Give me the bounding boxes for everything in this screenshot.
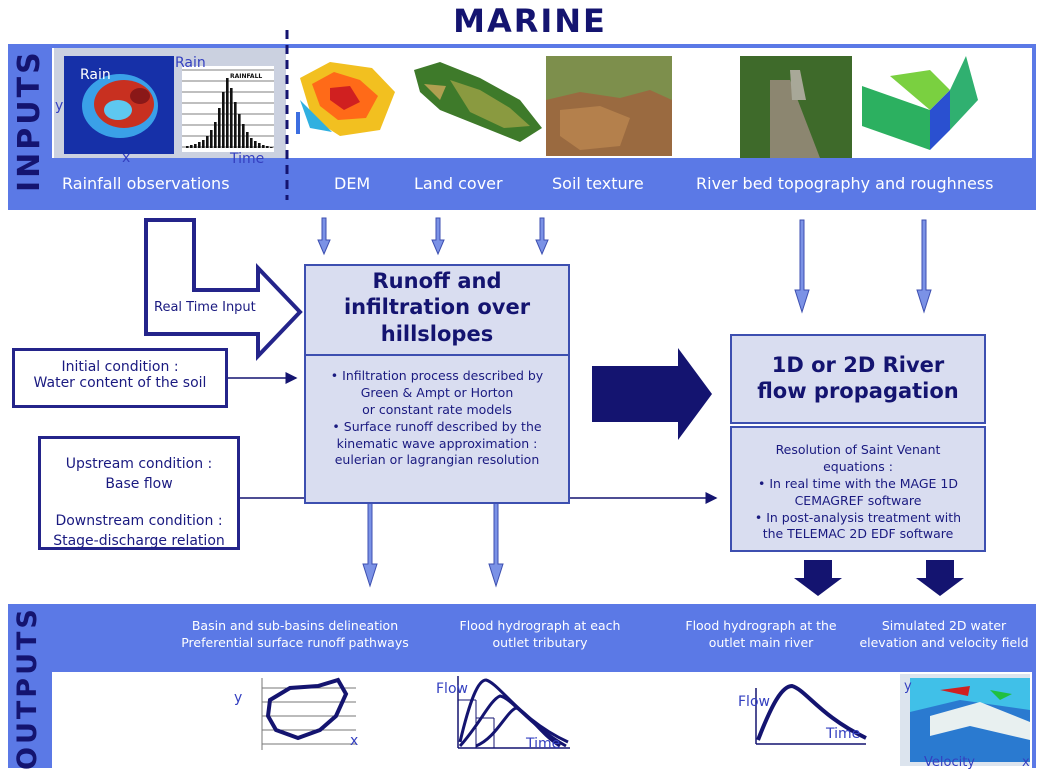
input-label-soil-texture: Soil texture bbox=[552, 174, 644, 193]
dem-image bbox=[296, 62, 395, 136]
runoff-body-line: • Surface runoff described by the bbox=[332, 418, 542, 434]
input-label-land-cover: Land cover bbox=[414, 174, 503, 193]
runoff-body-line: or constant rate models bbox=[362, 401, 512, 417]
initial-condition-line2: Water content of the soil bbox=[33, 375, 207, 391]
main-river-hydrograph-image bbox=[755, 683, 867, 745]
basin-map-image bbox=[261, 677, 356, 750]
input-label-dem: DEM bbox=[334, 174, 371, 193]
input-label-river-bed: River bed topography and roughness bbox=[696, 174, 994, 193]
upstream-condition-value: Base flow bbox=[105, 475, 173, 492]
output-text-2d-field: Simulated 2D water elevation and velocit… bbox=[852, 618, 1036, 652]
hydro1-flow-label: Flow bbox=[436, 681, 468, 697]
real-time-input-label: Real Time Input bbox=[154, 300, 256, 315]
river-body-line: • In real time with the MAGE 1D bbox=[757, 475, 959, 491]
initial-condition-line1: Initial condition : bbox=[61, 359, 179, 375]
runoff-title-line2: infiltration over bbox=[343, 295, 531, 320]
hydro1-time-label: Time bbox=[525, 736, 560, 752]
outputs-image-strip bbox=[52, 672, 1032, 768]
river-body-line: Resolution of Saint Venant bbox=[775, 442, 941, 457]
output-text-line: Preferential surface runoff pathways bbox=[181, 634, 409, 650]
initial-condition-box: Initial condition : Water content of the… bbox=[12, 348, 228, 408]
rain-map-label: Rain bbox=[80, 67, 111, 83]
output-text-main-river: Flood hydrograph at the outlet main rive… bbox=[666, 618, 856, 652]
downstream-condition-value: Stage-discharge relation bbox=[53, 532, 225, 549]
basin-x-label: x bbox=[350, 733, 358, 749]
river-body-line: • In post-analysis treatment with bbox=[754, 509, 962, 525]
velocity-field-image bbox=[900, 674, 1030, 766]
river-title-line1: 1D or 2D River bbox=[771, 353, 945, 377]
runoff-body-line: • Infiltration process described by bbox=[330, 368, 544, 383]
hyeto-legend: RAINFALL bbox=[230, 73, 262, 80]
real-time-input-arrow bbox=[144, 218, 303, 361]
river-photo-image bbox=[740, 56, 852, 158]
runoff-title-line1: Runoff and bbox=[372, 269, 502, 293]
runoff-box-title: Runoff and infiltration over hillslopes bbox=[304, 264, 570, 358]
diagram-title: MARINE bbox=[453, 2, 607, 40]
output-text-tributary: Flood hydrograph at each outlet tributar… bbox=[430, 618, 650, 652]
rain-map-x: x bbox=[122, 150, 130, 166]
input-label-rainfall: Rainfall observations bbox=[62, 174, 230, 193]
output-text-line: outlet tributary bbox=[492, 634, 588, 650]
runoff-title-line3: hillslopes bbox=[380, 321, 494, 346]
field-velocity-label: Velocity bbox=[924, 755, 975, 770]
field-y-label: y bbox=[904, 679, 912, 694]
hyetograph-image bbox=[182, 66, 274, 152]
rain-map-y: y bbox=[55, 98, 63, 114]
basin-y-label: y bbox=[234, 690, 242, 706]
hyeto-rain-label: Rain bbox=[175, 55, 206, 71]
output-text-line: Basin and sub-basins delineation bbox=[191, 618, 399, 633]
river-body-line: equations : bbox=[823, 458, 893, 474]
tributary-hydrograph-image bbox=[457, 676, 570, 749]
output-text-basin: Basin and sub-basins delineation Prefere… bbox=[150, 618, 440, 652]
river-box-title: 1D or 2D River flow propagation bbox=[730, 334, 986, 424]
runoff-to-river-arrow bbox=[592, 348, 712, 440]
rain-map-image bbox=[64, 56, 174, 154]
output-text-line: Flood hydrograph at each bbox=[459, 618, 621, 633]
river-box-body: Resolution of Saint Venant equations : •… bbox=[730, 426, 986, 552]
river-output-arrow-2 bbox=[916, 560, 964, 596]
hyeto-time-label: Time bbox=[229, 151, 264, 167]
output-text-line: elevation and velocity field bbox=[859, 634, 1029, 650]
output-text-line: outlet main river bbox=[708, 634, 814, 650]
land-cover-image bbox=[414, 62, 542, 142]
input-arrows bbox=[317, 217, 932, 588]
hydro2-flow-label: Flow bbox=[738, 694, 770, 710]
river-bed-3d-image bbox=[862, 56, 978, 150]
runoff-body-line: eulerian or lagrangian resolution bbox=[334, 452, 540, 468]
river-title-line2: flow propagation bbox=[757, 379, 959, 404]
output-text-line: Simulated 2D water bbox=[881, 618, 1007, 633]
river-body-line: CEMAGREF software bbox=[794, 492, 922, 508]
boundary-condition-box: Upstream condition : Base flow Downstrea… bbox=[38, 436, 240, 550]
hydro2-time-label: Time bbox=[825, 726, 860, 742]
upstream-condition-label: Upstream condition : bbox=[65, 456, 213, 472]
field-x-label: x bbox=[1022, 755, 1030, 770]
runoff-body-line: Green & Ampt or Horton bbox=[360, 384, 514, 400]
downstream-condition-label: Downstream condition : bbox=[55, 513, 223, 530]
output-text-line: Flood hydrograph at the bbox=[685, 618, 837, 633]
river-body-line: the TELEMAC 2D EDF software bbox=[762, 526, 954, 542]
soil-texture-image bbox=[546, 56, 672, 156]
runoff-box-body: • Infiltration process described by Gree… bbox=[304, 354, 570, 504]
river-output-arrow-1 bbox=[794, 560, 842, 596]
runoff-body-line: kinematic wave approximation : bbox=[336, 435, 538, 451]
